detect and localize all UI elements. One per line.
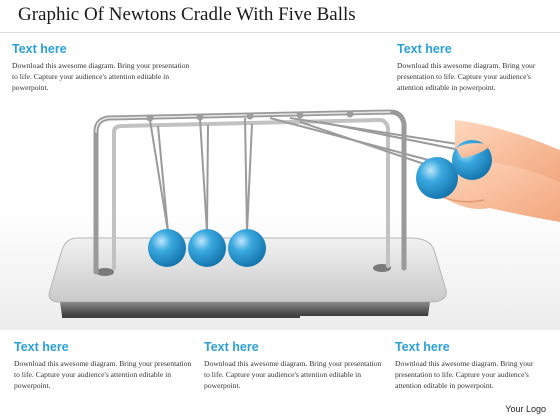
cradle-frame (93, 109, 407, 275)
ball-3 (228, 229, 266, 267)
text-block-heading: Text here (204, 340, 259, 354)
text-block-body: Download this awesome diagram. Bring you… (397, 61, 536, 92)
text-block-body: Download this awesome diagram. Bring you… (204, 359, 382, 390)
title-divider (0, 32, 560, 33)
text-block-body: Download this awesome diagram. Bring you… (395, 359, 534, 390)
text-block-heading: Text here (397, 42, 452, 56)
text-block-top-right: Text here Download this awesome diagram.… (397, 42, 555, 93)
hanging-balls (148, 229, 266, 267)
cradle-base (48, 237, 447, 318)
pendulum-strings (149, 117, 471, 233)
text-block-top-left: Text here Download this awesome diagram.… (12, 42, 192, 93)
text-block-bottom-center: Text here Download this awesome diagram.… (204, 340, 384, 391)
ball-4 (416, 157, 458, 199)
text-block-bottom-right: Text here Download this awesome diagram.… (395, 340, 555, 391)
page-title: Graphic Of Newtons Cradle With Five Ball… (18, 4, 356, 25)
text-block-heading: Text here (395, 340, 450, 354)
text-block-body: Download this awesome diagram. Bring you… (12, 61, 190, 92)
ball-1 (148, 229, 186, 267)
hand-illustration (416, 120, 560, 222)
ball-2 (188, 229, 226, 267)
logo-placeholder: Your Logo (505, 404, 546, 414)
text-block-body: Download this awesome diagram. Bring you… (14, 359, 192, 390)
text-block-heading: Text here (12, 42, 67, 56)
text-block-bottom-left: Text here Download this awesome diagram.… (14, 340, 194, 391)
text-block-heading: Text here (14, 340, 69, 354)
